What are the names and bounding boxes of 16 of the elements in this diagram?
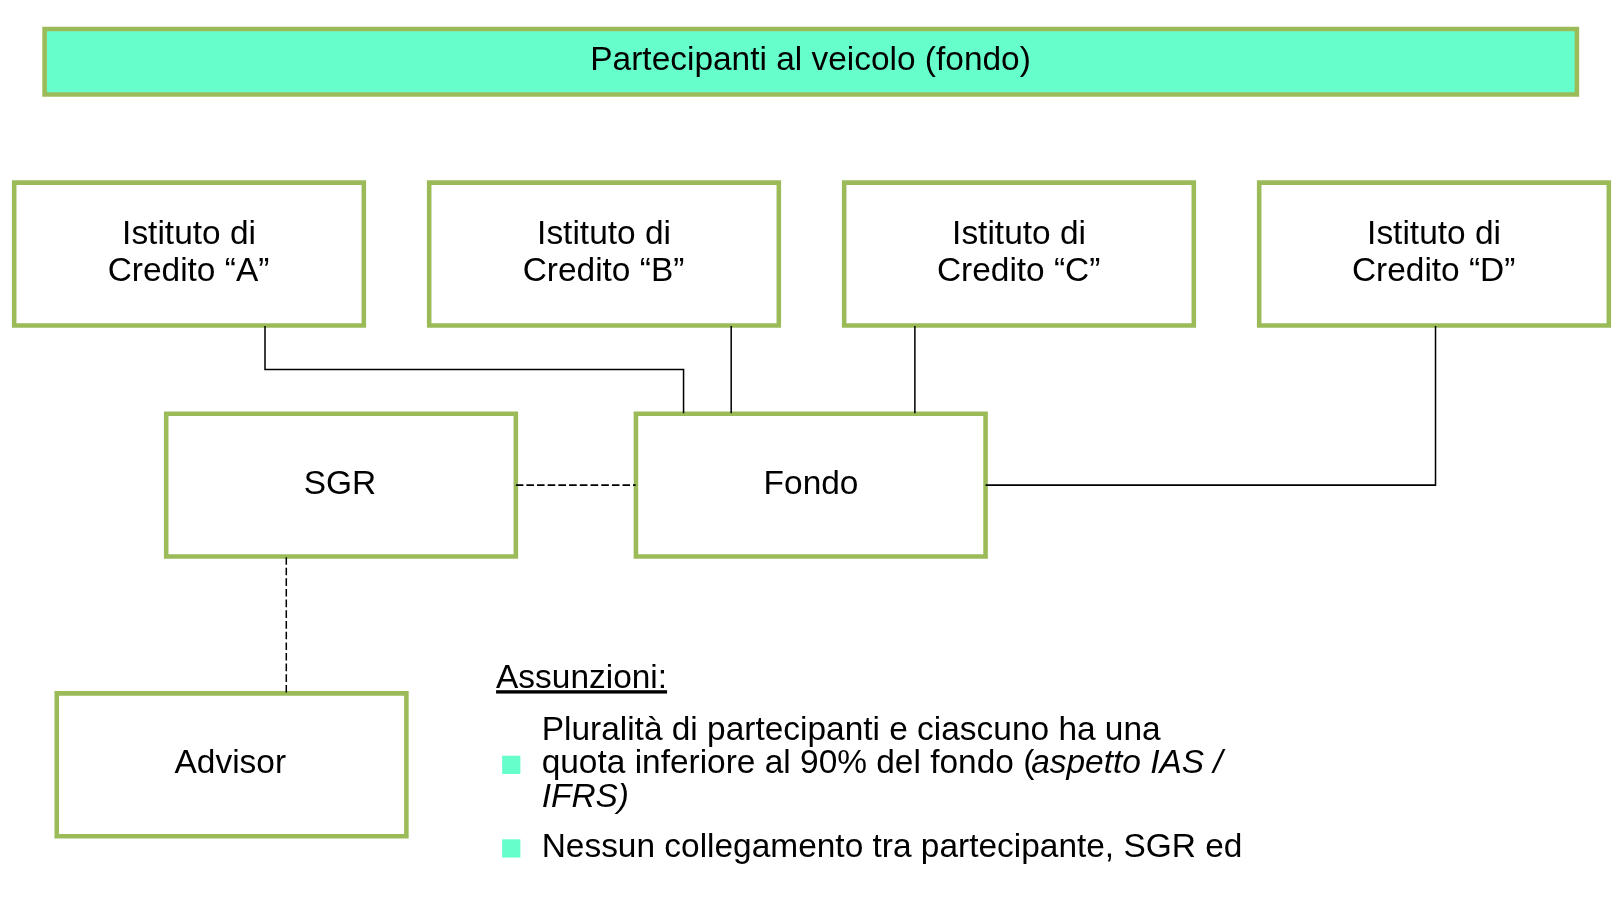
connector — [285, 556, 288, 694]
node-box: Advisor — [54, 691, 409, 839]
node-box: Istituto di Credito “D” — [1256, 180, 1612, 328]
label: Nessun collegamento tra partecipante, SGR ed — [541, 826, 1243, 864]
label: Assunzioni: — [496, 658, 668, 696]
node-box: SGR — [163, 411, 519, 559]
connector — [264, 325, 685, 415]
connector — [730, 325, 732, 415]
node-box: Istituto di Credito “B” — [426, 180, 782, 328]
node-box: Partecipanti al veicolo (fondo) — [42, 26, 1580, 97]
node-box: Istituto di Credito “C” — [841, 180, 1197, 328]
connector — [984, 325, 1437, 486]
node-box: Istituto di Credito “A” — [11, 180, 367, 328]
connector — [914, 325, 916, 415]
node-box: Fondo — [633, 411, 988, 559]
connector — [515, 484, 637, 486]
